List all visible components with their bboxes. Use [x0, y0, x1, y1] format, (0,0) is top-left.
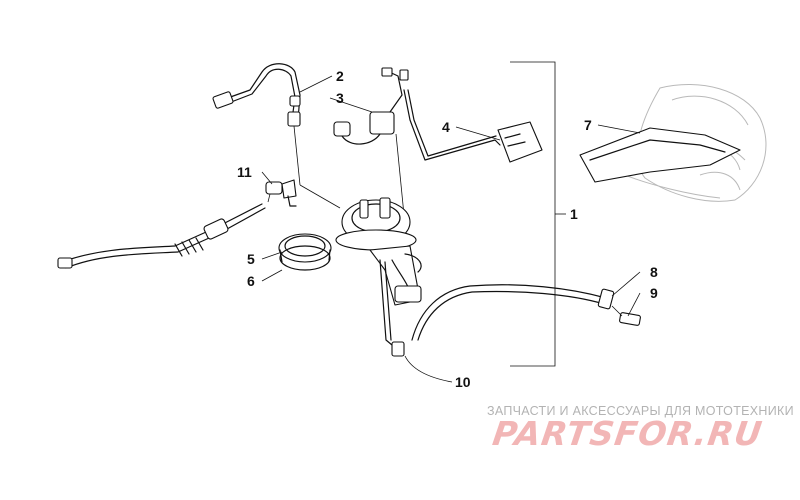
- callout-1: 1: [570, 206, 578, 222]
- protective-plate: [579, 127, 741, 183]
- callout-7: 7: [584, 117, 592, 133]
- wire-harness: [212, 63, 301, 186]
- watermark-brand: PARTSFOR.RU: [490, 414, 766, 453]
- callout-11: 11: [237, 164, 252, 180]
- callout-9: 9: [650, 285, 658, 301]
- elbow-fitting: [265, 179, 297, 207]
- callout-10: 10: [455, 374, 471, 390]
- callout-3: 3: [336, 90, 344, 106]
- level-sensor: [403, 89, 543, 163]
- sensor-connectors: [333, 67, 409, 216]
- seal-rings: [278, 233, 332, 271]
- callout-4: 4: [442, 119, 450, 135]
- callouts: 1 2 3 4 5 6 7 8 9 10 11: [237, 68, 658, 390]
- callout-2: 2: [336, 68, 344, 84]
- leader-lines: [261, 75, 641, 383]
- fuel-hose-left: [57, 203, 266, 269]
- callout-5: 5: [247, 251, 255, 267]
- fuel-hose-right: [411, 284, 641, 341]
- watermark-tagline: ЗАПЧАСТИ И АКСЕССУАРЫ ДЛЯ МОТОТЕХНИКИ: [487, 404, 794, 418]
- callout-6: 6: [247, 273, 255, 289]
- assembly-bracket: [510, 61, 566, 367]
- fuel-pump-assembly: [299, 184, 422, 357]
- callout-8: 8: [650, 264, 658, 280]
